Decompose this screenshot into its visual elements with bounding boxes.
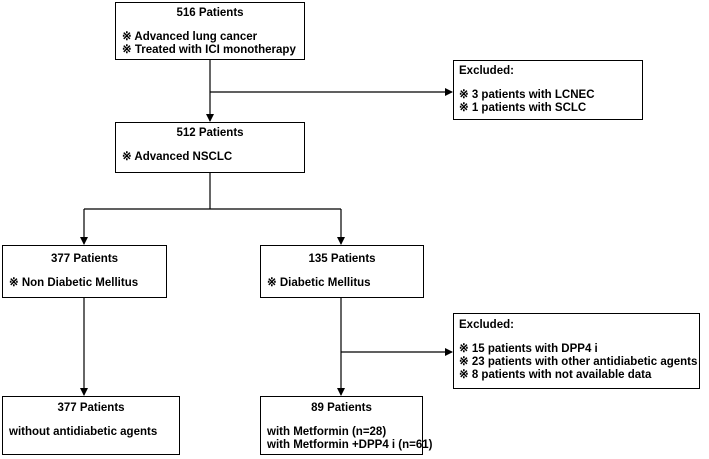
box-item: with Metformin (n=28) xyxy=(267,426,387,438)
box-metformin: 89 Patients with Metformin (n=28) with M… xyxy=(260,396,433,455)
box-title: 516 Patients xyxy=(176,7,244,19)
box-title: 89 Patients xyxy=(311,402,372,414)
box-item: ※ 23 patients with other antidiabetic ag… xyxy=(459,356,698,368)
box-title: Excluded: xyxy=(459,65,514,77)
box-title: 512 Patients xyxy=(176,127,244,139)
box-item: ※ Treated with ICI monotherapy xyxy=(122,44,296,56)
box-non-diabetic: 377 Patients ※ Non Diabetic Mellitus xyxy=(2,245,167,298)
box-title: 377 Patients xyxy=(50,253,119,265)
box-title: 377 Patients xyxy=(57,402,125,414)
box-excluded-second: Excluded: ※ 15 patients with DPP4 i ※ 23… xyxy=(453,313,700,389)
box-item: ※ 3 patients with LCNEC xyxy=(459,89,595,101)
box-item: ※ Diabetic Mellitus xyxy=(267,277,371,289)
box-item: without antidiabetic agents xyxy=(9,426,158,438)
box-item: ※ Non Diabetic Mellitus xyxy=(9,277,139,289)
box-no-antidiabetic: 377 Patients without antidiabetic agents xyxy=(2,396,180,455)
box-nsclc: 512 Patients ※ Advanced NSCLC xyxy=(115,122,305,173)
box-title: Excluded: xyxy=(459,319,514,331)
box-item: ※ Advanced lung cancer xyxy=(122,31,258,43)
box-diabetic: 135 Patients ※ Diabetic Mellitus xyxy=(260,245,424,298)
box-item: ※ 15 patients with DPP4 i xyxy=(459,343,598,355)
box-excluded-first: Excluded: ※ 3 patients with LCNEC ※ 1 pa… xyxy=(453,60,643,120)
box-item: ※ 1 patients with SCLC xyxy=(459,102,587,114)
box-item: with Metformin +DPP4 i (n=61) xyxy=(267,439,433,451)
box-title: 135 Patients xyxy=(308,253,376,265)
box-initial-cohort: 516 Patients ※ Advanced lung cancer ※ Tr… xyxy=(115,2,305,60)
box-item: ※ Advanced NSCLC xyxy=(122,151,233,163)
box-item: ※ 8 patients with not available data xyxy=(459,369,652,381)
